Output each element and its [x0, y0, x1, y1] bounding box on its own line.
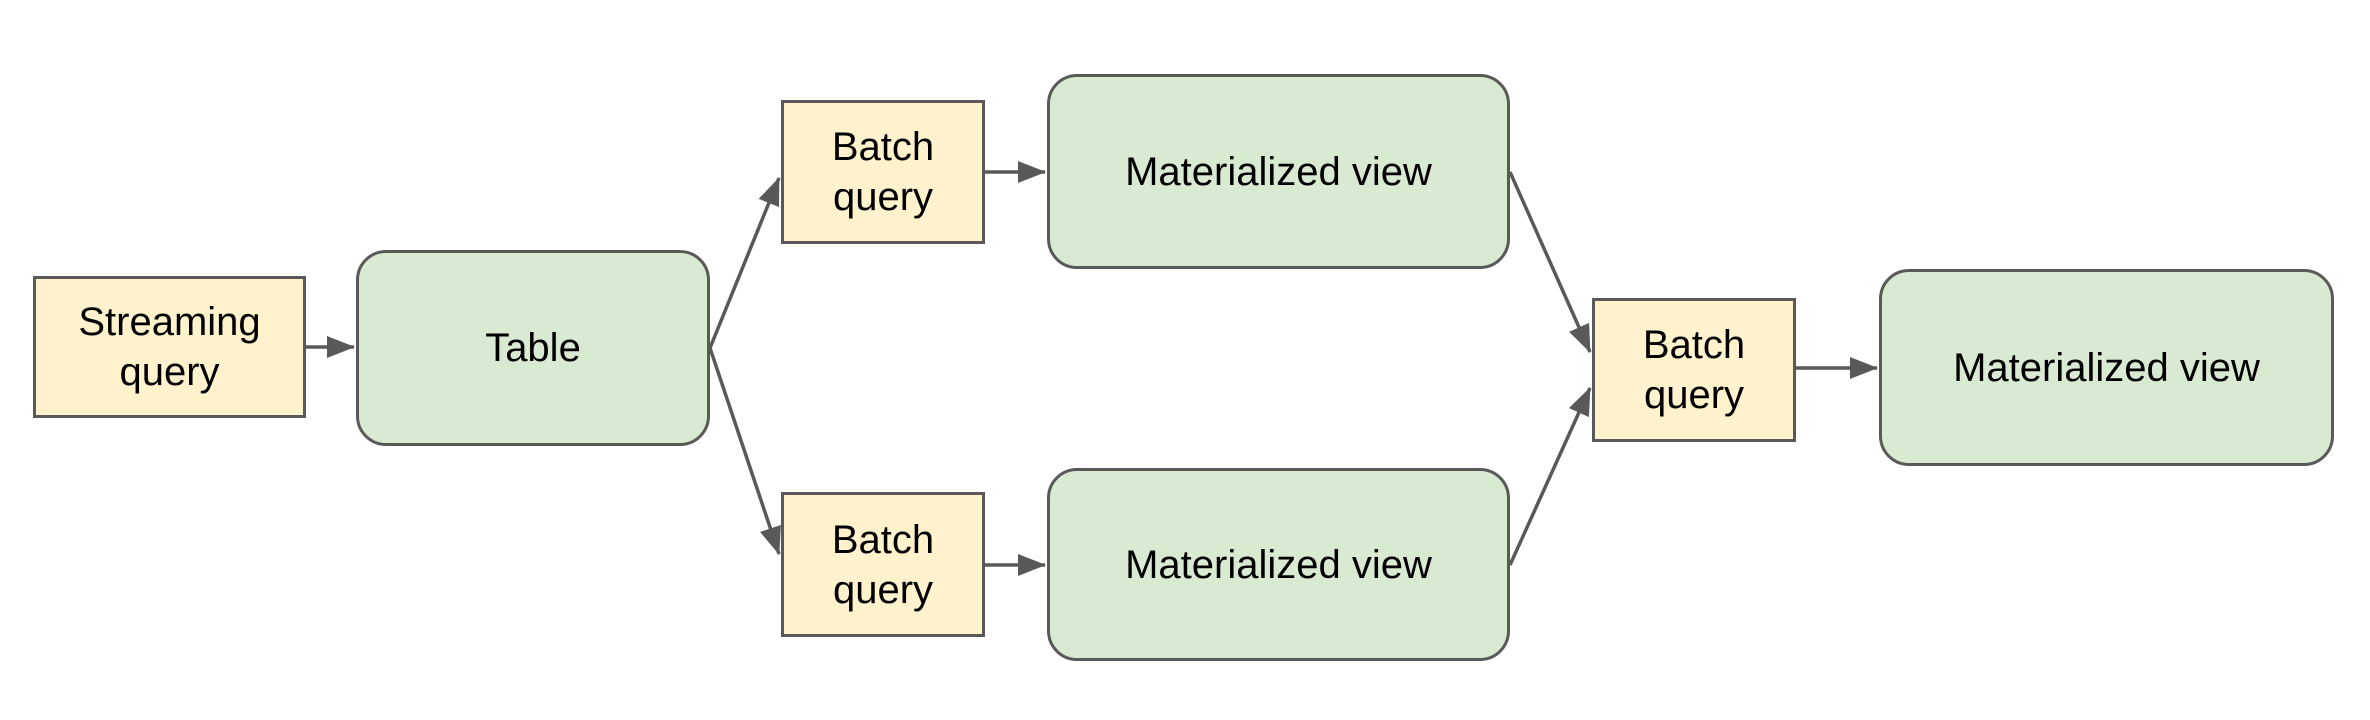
edge-materialized-view-bottom-to-batch-query-final	[1508, 387, 1592, 566]
node-label: Materialized view	[1125, 542, 1432, 587]
node-batch-query-final: Batch query	[1592, 298, 1796, 442]
node-label: Batch query	[831, 125, 935, 219]
node-materialized-view-final: Materialized view	[1879, 269, 2334, 466]
node-label: Batch query	[831, 517, 935, 612]
node-batch-query-top: Batch query	[781, 100, 985, 244]
node-label: Streaming query	[78, 300, 261, 394]
node-table: Table	[356, 250, 710, 446]
node-label: Materialized view	[1953, 345, 2260, 390]
node-materialized-view-top: Materialized view	[1047, 74, 1510, 269]
node-label: Batch query	[1642, 323, 1746, 417]
edge-table-to-batch-query-bottom	[708, 347, 781, 555]
node-batch-query-bottom: Batch query	[781, 492, 985, 637]
edge-table-to-batch-query-top	[708, 177, 781, 349]
node-streaming-query: Streaming query	[33, 276, 306, 418]
edge-materialized-view-top-to-batch-query-final	[1508, 171, 1592, 353]
node-materialized-view-bottom: Materialized view	[1047, 468, 1510, 661]
node-label: Materialized view	[1125, 149, 1432, 194]
node-label: Table	[485, 326, 581, 370]
